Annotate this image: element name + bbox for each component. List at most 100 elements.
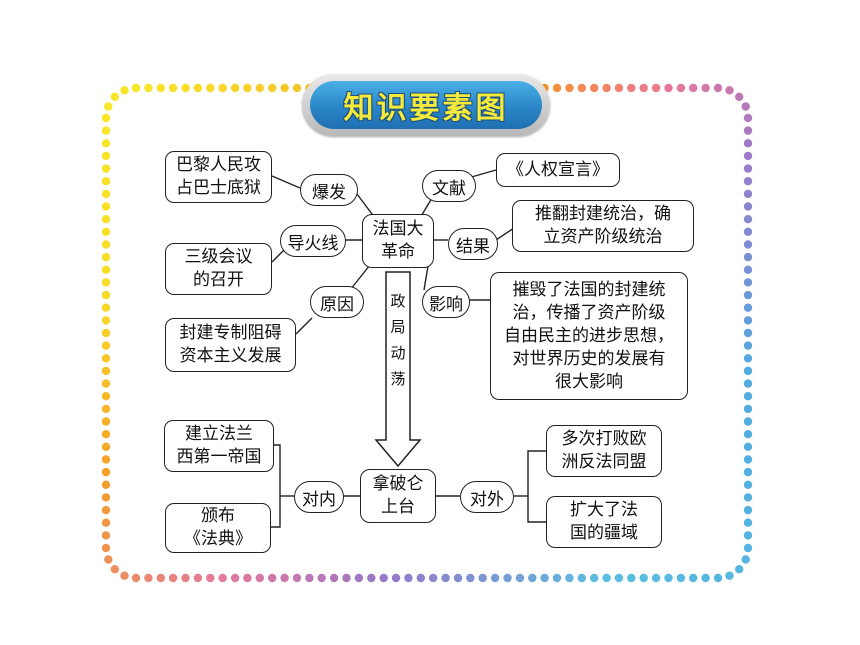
content-box-outbreak: 巴黎人民攻 占巴士底狱 [165,151,272,203]
frame-dot [101,392,111,401]
frame-dot [503,573,512,583]
frame-dot [515,573,525,583]
frame-dot [743,392,753,401]
frame-dot [602,83,611,93]
frame-dot [743,189,753,199]
frame-dot [664,83,673,93]
frame-dot [193,573,203,583]
frame-dot [101,227,111,236]
frame-dot [689,573,698,583]
frame-dot [577,573,586,583]
content-box-influence: 摧毁了法国的封建统 治，传播了资产阶级 自由民主的进步思想， 对世界历史的发展有… [490,272,688,400]
frame-dot [743,430,753,439]
frame-dot [101,417,111,426]
frame-dot [466,573,475,583]
frame-dot [230,83,240,93]
frame-dot [218,573,227,583]
frame-dot [101,531,111,540]
frame-dot [713,573,723,583]
frame-dot [725,86,734,95]
frame-dot [528,573,537,583]
frame-dot [639,573,648,583]
arrow-char: 局 [390,318,406,336]
frame-dot [441,573,450,583]
frame-dot [743,518,753,527]
frame-dot [101,278,111,287]
frame-dot [101,518,111,527]
frame-dot [101,379,111,388]
frame-dot [131,83,141,93]
frame-dot [144,573,153,583]
content-box-document: 《人权宣言》 [496,153,620,187]
label-result: 结果 [448,228,498,260]
frame-dot [590,83,599,93]
frame-dot [101,113,111,123]
frame-dot [379,573,388,583]
frame-dot [101,316,111,325]
frame-dot [743,341,753,350]
content-box-domestic-code: 颁布 《法典》 [165,503,271,553]
frame-dot [429,573,438,583]
frame-dot [243,573,252,583]
frame-dot [110,565,120,574]
frame-dot [701,573,710,583]
frame-dot [614,573,624,583]
frame-dot [120,86,129,95]
frame-dot [743,151,753,161]
frame-dot [367,573,376,583]
arrow-label: 政 局 动 荡 [385,288,411,392]
frame-dot [664,573,673,583]
frame-dot [743,455,753,464]
frame-dot [743,227,753,236]
arrow-char: 荡 [390,370,406,388]
frame-dot [565,83,574,93]
frame-dot [404,573,413,583]
frame-dot [743,126,753,135]
frame-dot [725,571,734,580]
frame-dot [743,278,753,287]
frame-dot [255,83,264,93]
frame-dot [743,303,753,312]
frame-dot [735,92,744,102]
down-arrow-icon [374,271,422,468]
frame-dot [206,83,215,93]
content-box-foreign-coalition: 多次打败欧 洲反法同盟 [546,425,662,477]
frame-dot [354,573,364,583]
frame-dot [391,573,401,583]
frame-dot [193,83,203,93]
frame-dot [268,83,277,93]
frame-dot [478,573,487,583]
frame-dot [101,177,111,186]
frame-dot [101,202,111,211]
frame-dot [743,177,753,186]
label-domestic: 对内 [294,481,344,513]
frame-dot [101,215,111,224]
frame-dot [292,83,302,93]
frame-dot [743,442,753,451]
frame-dot [181,83,190,93]
frame-dot [101,480,111,489]
content-box-domestic-empire: 建立法兰 西第一帝国 [164,420,274,472]
frame-dot [101,265,111,274]
frame-dot [168,83,178,93]
frame-dot [552,83,562,93]
frame-dot [268,573,277,583]
frame-dot [651,83,661,93]
frame-dot [743,354,753,363]
frame-dot [743,493,753,502]
frame-dot [101,455,111,464]
label-trigger: 导火线 [280,225,346,257]
title-banner: 知识要素图 [302,74,550,136]
frame-dot [101,252,111,262]
frame-dot [676,573,686,583]
frame-dot [101,442,111,451]
frame-dot [741,102,750,111]
frame-dot [552,573,562,583]
frame-dot [168,573,178,583]
frame-dot [255,573,264,583]
label-foreign: 对外 [460,481,514,513]
frame-dot [101,493,111,502]
frame-dot [743,290,753,300]
frame-dot [101,543,111,553]
frame-dot [713,83,723,93]
